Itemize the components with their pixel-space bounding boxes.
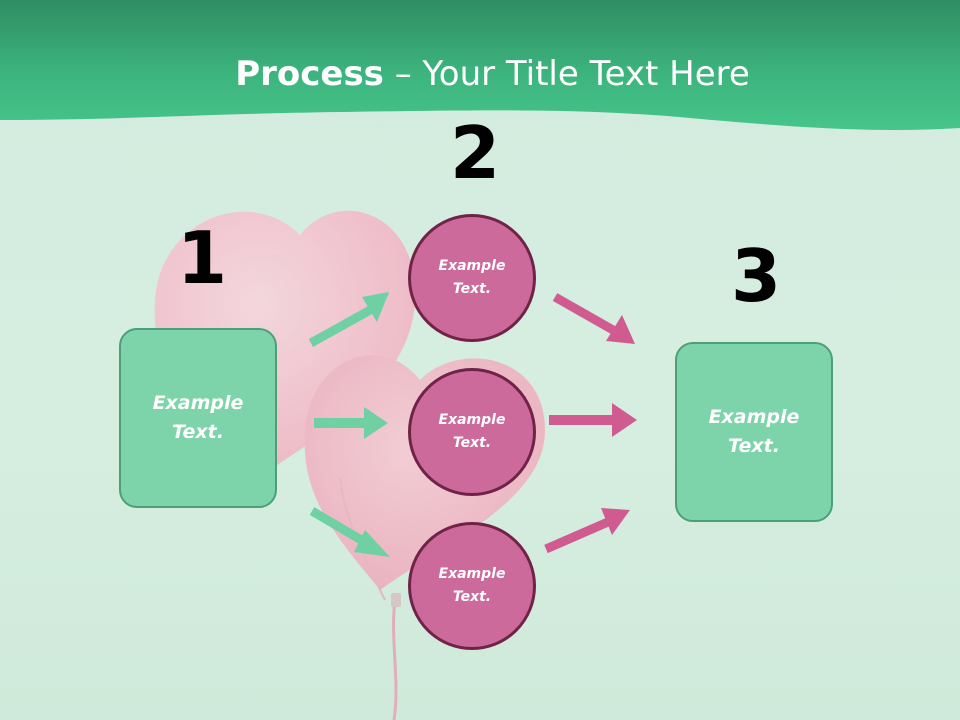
circle-top-text: Example Text. <box>438 258 506 297</box>
step-number-1: 1 <box>177 216 228 300</box>
arrow-head-3 <box>354 530 390 557</box>
right-box: Example Text. <box>675 342 833 522</box>
arrow-head-4 <box>606 315 635 344</box>
circle-bottom-text: Example Text. <box>438 566 506 605</box>
arrow-head-6 <box>601 508 630 535</box>
circle-bottom: Example Text. <box>408 522 536 650</box>
arrow-shaft-1 <box>308 305 375 347</box>
header-band <box>0 0 960 130</box>
circle-middle-text: Example Text. <box>438 412 506 451</box>
arrow-head-5 <box>612 403 637 437</box>
step-number-3: 3 <box>731 234 782 318</box>
circle-top: Example Text. <box>408 214 536 342</box>
left-box: Example Text. <box>119 328 277 508</box>
arrow-shaft-6 <box>544 517 610 554</box>
title-bold: Process <box>235 54 384 94</box>
arrow-shaft-3 <box>309 507 371 548</box>
step-number-2: 2 <box>450 111 501 195</box>
circle-middle: Example Text. <box>408 368 536 496</box>
arrow-shaft-4 <box>552 293 616 334</box>
arrow-head-1 <box>362 292 389 322</box>
title-rest: – Your Title Text Here <box>383 54 750 94</box>
right-box-text: Example Text. <box>708 406 800 457</box>
slide-title: Process – Your Title Text Here <box>0 52 960 96</box>
left-box-text: Example Text. <box>152 392 244 443</box>
arrow-head-2 <box>364 407 388 439</box>
